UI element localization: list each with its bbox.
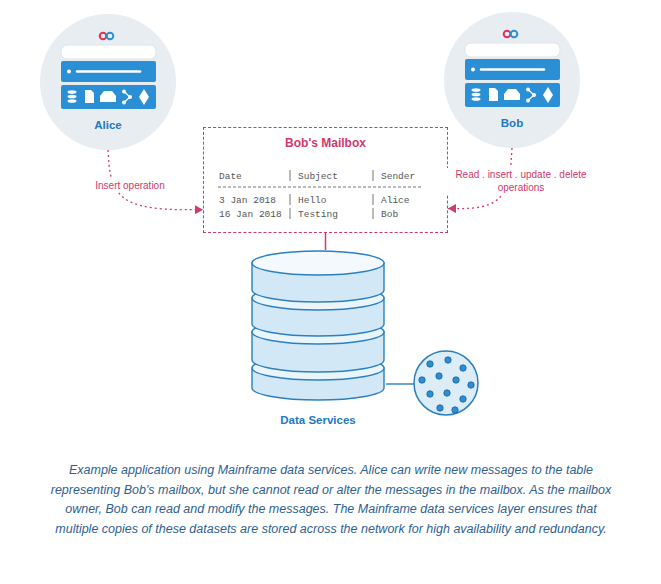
data-store: Data Services [248,250,388,442]
table-cell: Sender [381,171,415,182]
table-cell: Hello [298,195,327,206]
node-label: Bob [444,116,580,131]
database-cylinder [248,250,388,442]
server-icon [61,33,156,109]
figure-caption: Example application using Mainframe data… [48,461,614,539]
server-icon [465,31,560,107]
mailbox-box: Bob's MailboxDate Subject Sender 3 Jan 2018… [203,127,448,233]
edge-label: Insert operation [86,179,174,192]
table-rules [218,170,423,219]
table-cell: 3 Jan 2018 [219,195,276,206]
user-node: Bob [444,12,580,148]
node-label: Alice [40,118,176,133]
node-label: Data Services [248,413,388,428]
cylinder-icon [252,251,384,400]
table-cell: Date [219,171,242,182]
table-cell: 16 Jan 2018 [219,209,282,220]
table-cell: Alice [381,195,410,206]
box-heading: Bob's Mailbox [204,136,447,151]
table-cell: Bob [381,209,398,220]
circle-ground [40,14,176,150]
table-cell: Testing [298,209,338,220]
user-node: Alice [40,14,176,150]
edge-label: Read . insert . update . delete operatio… [443,168,599,194]
replica-magnifier [386,351,478,415]
circle-ground [444,12,580,148]
table-cell: Subject [298,171,338,182]
storage-link [325,233,327,250]
